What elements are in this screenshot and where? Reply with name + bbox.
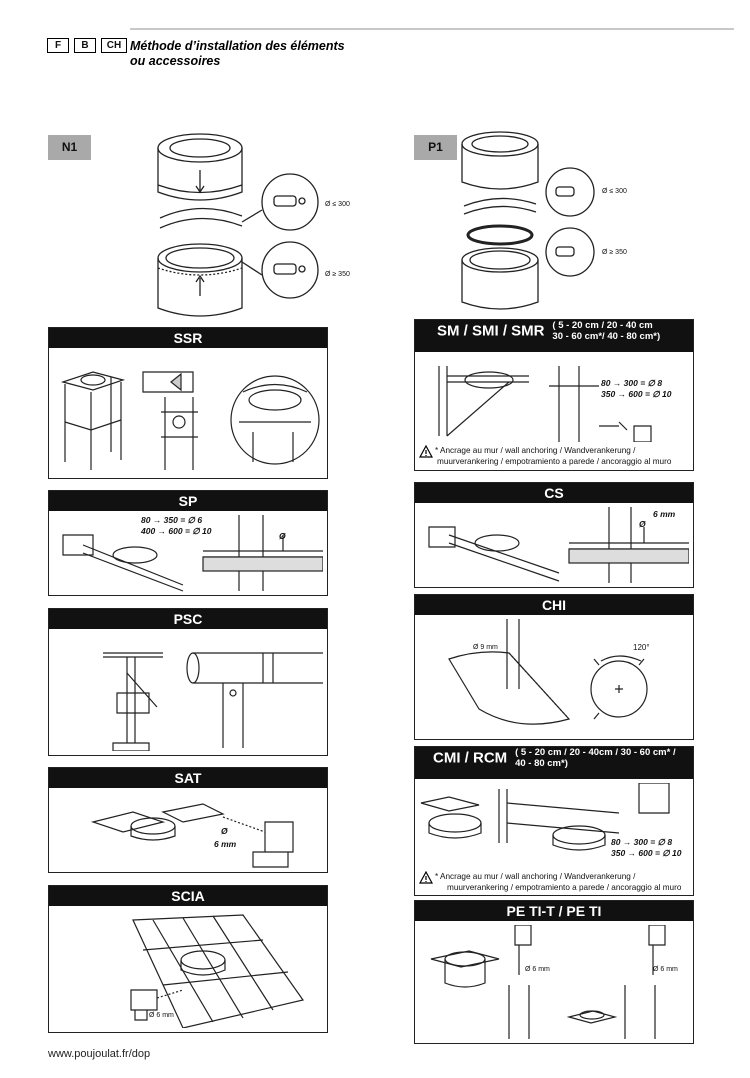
scia-illustration (130, 914, 305, 1028)
ssr-illustration (60, 371, 320, 470)
sp-spec-line-1: 80 → 350 = ∅ 6 (141, 515, 203, 525)
warning-icon (419, 445, 433, 458)
lang-code-f: F (47, 38, 69, 53)
scia-drill-label: Ø 6 mm (149, 1012, 174, 1019)
sm-spec-line-2: 350 → 600 = ∅ 10 (601, 389, 672, 399)
title-line-2: ou accessoires (130, 54, 221, 68)
section-tag-n1: N1 (48, 135, 91, 160)
panel-chi: CHI Ø 9 mm 120° (414, 594, 694, 740)
panel-sm-smi-smr: SM / SMI / SMR ( 5 - 20 cm / 20 - 40 cm … (414, 319, 694, 471)
chi-illustration (448, 619, 648, 725)
cs-size: 6 mm (653, 509, 676, 519)
sm-warning-line-2: muurverankering / empotramiento a parede… (437, 457, 672, 466)
n1-small-diameter: Ø ≤ 300 (325, 201, 350, 208)
header-rule (130, 28, 734, 30)
panel-cs: CS 6 mm Ø (414, 482, 694, 588)
panel-sp-title: SP (49, 491, 327, 511)
n1-illustration: Ø ≤ 300 Ø ≥ 350 (150, 130, 380, 320)
panel-cmi-title-bar: CMI / RCM ( 5 - 20 cm / 20 - 40cm / 30 -… (415, 747, 693, 779)
p1-illustration: Ø ≤ 300 Ø ≥ 350 (460, 130, 660, 320)
panel-ssr: SSR (48, 327, 328, 479)
sat-drill-diameter: Ø (221, 826, 228, 836)
panel-peti-title: PE TI-T / PE TI (415, 901, 693, 921)
cmi-warning-line-1: * Ancrage au mur / wall anchoring / Wand… (435, 872, 636, 881)
panel-cmi-subtitle: ( 5 - 20 cm / 20 - 40cm / 30 - 60 cm* / … (515, 747, 676, 769)
panel-chi-title: CHI (415, 595, 693, 615)
footer-url[interactable]: www.poujoulat.fr/dop (48, 1048, 151, 1060)
chi-angle: 120° (633, 643, 650, 652)
panel-cmi-subtitle-line-2: 40 - 80 cm*) (515, 758, 568, 770)
sp-diameter-mark: Ø (279, 531, 286, 541)
panel-sm-subtitle-line-1: ( 5 - 20 cm / 20 - 40 cm (552, 320, 653, 332)
panel-sat: SAT Ø 6 mm (48, 767, 328, 873)
panel-sat-title: SAT (49, 768, 327, 788)
panel-ssr-title: SSR (49, 328, 327, 348)
panel-sm-subtitle-line-2: 30 - 60 cm*/ 40 - 80 cm*) (552, 331, 661, 343)
n1-pipe-assembly (157, 133, 319, 317)
sm-illustration (438, 366, 652, 442)
panel-sp: SP 80 → 350 = ∅ 6 400 → 600 = ∅ 10 Ø (48, 490, 328, 596)
peti-drill-right: Ø 6 mm (653, 966, 678, 973)
peti-drill-left: Ø 6 mm (525, 966, 550, 973)
title-line-1: Méthode d’installation des éléments (130, 39, 345, 53)
panel-cmi-rcm: CMI / RCM ( 5 - 20 cm / 20 - 40cm / 30 -… (414, 746, 694, 896)
panel-cmi-title: CMI / RCM (433, 749, 508, 767)
n1-large-diameter: Ø ≥ 350 (325, 271, 350, 278)
sm-spec-line-1: 80 → 300 = ∅ 8 (601, 378, 663, 388)
sp-illustration (62, 515, 323, 592)
sm-warning-line-1: * Ancrage au mur / wall anchoring / Wand… (435, 446, 636, 455)
p1-large-diameter: Ø ≥ 350 (602, 249, 627, 256)
panel-sm-title: SM / SMI / SMR (437, 322, 545, 340)
cs-diameter-mark: Ø (639, 519, 646, 529)
psc-illustration (103, 652, 323, 751)
section-tag-p1: P1 (414, 135, 457, 160)
panel-scia-title: SCIA (49, 886, 327, 906)
sat-illustration (90, 803, 294, 868)
p1-pipe-assembly (461, 131, 595, 310)
sat-drill-size: 6 mm (214, 839, 237, 849)
cmi-spec-line-2: 350 → 600 = ∅ 10 (611, 848, 682, 858)
pe-ti-illustration (430, 925, 666, 1039)
panel-sm-subtitle: ( 5 - 20 cm / 20 - 40 cm 30 - 60 cm*/ 40… (552, 320, 660, 342)
cmi-illustration (420, 783, 670, 851)
panel-cs-title: CS (415, 483, 693, 503)
panel-psc: PSC (48, 608, 328, 756)
document-title: Méthode d’installation des éléments ou a… (130, 39, 345, 69)
warning-icon (419, 871, 433, 884)
lang-code-b: B (74, 38, 96, 53)
panel-cmi-subtitle-line-1: ( 5 - 20 cm / 20 - 40cm / 30 - 60 cm* / (515, 747, 676, 759)
panel-psc-title: PSC (49, 609, 327, 629)
panel-scia: SCIA Ø 6 mm (48, 885, 328, 1033)
cmi-spec-line-1: 80 → 300 = ∅ 8 (611, 837, 673, 847)
panel-sm-title-bar: SM / SMI / SMR ( 5 - 20 cm / 20 - 40 cm … (415, 320, 693, 352)
chi-diameter-label: Ø 9 mm (473, 644, 498, 651)
p1-small-diameter: Ø ≤ 300 (602, 188, 627, 195)
cmi-warning-line-2: muurverankering / empotramiento a parede… (447, 883, 682, 892)
sp-spec-line-2: 400 → 600 = ∅ 10 (141, 526, 212, 536)
panel-pe-ti: PE TI-T / PE TI Ø 6 mm Ø 6 mm (414, 900, 694, 1044)
cs-illustration (428, 507, 689, 583)
lang-code-ch: CH (101, 38, 127, 53)
